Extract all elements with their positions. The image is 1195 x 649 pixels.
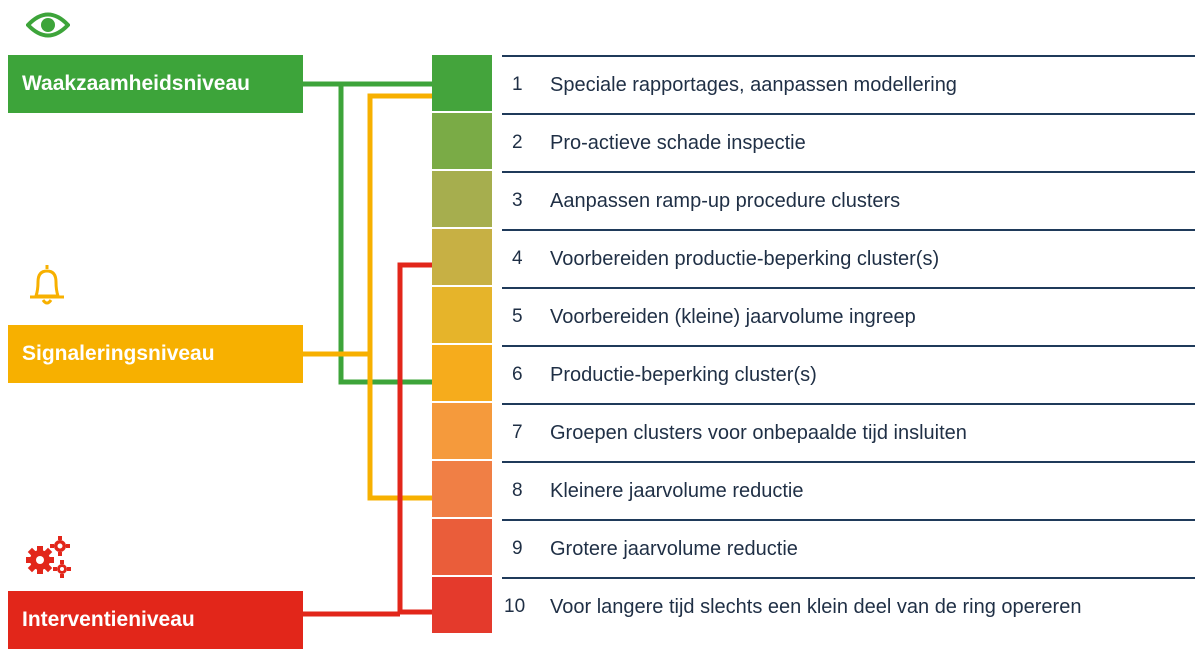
step-number: 3: [512, 190, 523, 211]
bar-segment: [432, 55, 492, 111]
step-text: Grotere jaarvolume reductie: [550, 538, 798, 560]
gears-icon: [26, 536, 71, 578]
bar-segment: [432, 287, 492, 343]
step-number: 6: [512, 364, 523, 385]
step-text: Kleinere jaarvolume reductie: [550, 480, 804, 502]
step-text: Speciale rapportages, aanpassen modeller…: [550, 74, 957, 96]
step-text: Productie-beperking cluster(s): [550, 364, 817, 386]
step-text: Pro-actieve schade inspectie: [550, 132, 806, 154]
step-text: Groepen clusters voor onbepaalde tijd in…: [550, 422, 967, 444]
step-row: 3 Aanpassen ramp-up procedure clusters: [502, 171, 1195, 229]
green-connector: [338, 84, 432, 385]
level-label: Waakzaamheidsniveau: [22, 72, 250, 95]
level-label: Signaleringsniveau: [22, 342, 215, 365]
level-label: Interventieniveau: [22, 608, 195, 631]
step-number: 9: [512, 538, 523, 559]
step-number: 10: [504, 596, 526, 617]
step-row: 10 Voor langere tijd slechts een klein de…: [502, 577, 1195, 635]
bar-segment: [432, 171, 492, 227]
bell-icon: [30, 265, 64, 305]
step-row: 8 Kleinere jaarvolume reductie: [502, 461, 1195, 519]
bar-segment: [432, 577, 492, 633]
step-row: 6 Productie-beperking cluster(s): [502, 345, 1195, 403]
step-number: 7: [512, 422, 523, 443]
eye-icon: [26, 12, 70, 38]
level-signalering: Signaleringsniveau: [8, 325, 303, 383]
red-connector: [397, 262, 432, 615]
bar-segment: [432, 345, 492, 401]
step-number: 4: [512, 248, 523, 269]
bar-segment: [432, 461, 492, 517]
level-waakzaamheid: Waakzaamheidsniveau: [8, 55, 303, 113]
bar-segment: [432, 113, 492, 169]
step-number: 2: [512, 132, 523, 153]
bar-segment: [432, 403, 492, 459]
step-row: 4 Voorbereiden productie-beperking cluste…: [502, 229, 1195, 287]
step-row: 9 Grotere jaarvolume reductie: [502, 519, 1195, 577]
bar-segment: [432, 229, 492, 285]
level-interventie: Interventieniveau: [8, 591, 303, 649]
step-row: 7 Groepen clusters voor onbepaalde tijd i…: [502, 403, 1195, 461]
step-row: 1 Speciale rapportages, aanpassen modelle…: [502, 55, 1195, 113]
step-number: 5: [512, 306, 523, 327]
step-text: Aanpassen ramp-up procedure clusters: [550, 190, 901, 212]
bar-segment: [432, 519, 492, 575]
step-text: Voorbereiden productie-beperking cluster…: [550, 248, 940, 270]
step-text: Voorbereiden (kleine) jaarvolume ingreep: [550, 306, 916, 328]
step-row: 2 Pro-actieve schade inspectie: [502, 113, 1195, 171]
step-number: 1: [512, 74, 523, 95]
step-text: Voor langere tijd slechts een klein deel…: [550, 596, 1082, 618]
step-number: 8: [512, 480, 523, 501]
step-row: 5 Voorbereiden (kleine) jaarvolume ingree…: [502, 287, 1195, 345]
